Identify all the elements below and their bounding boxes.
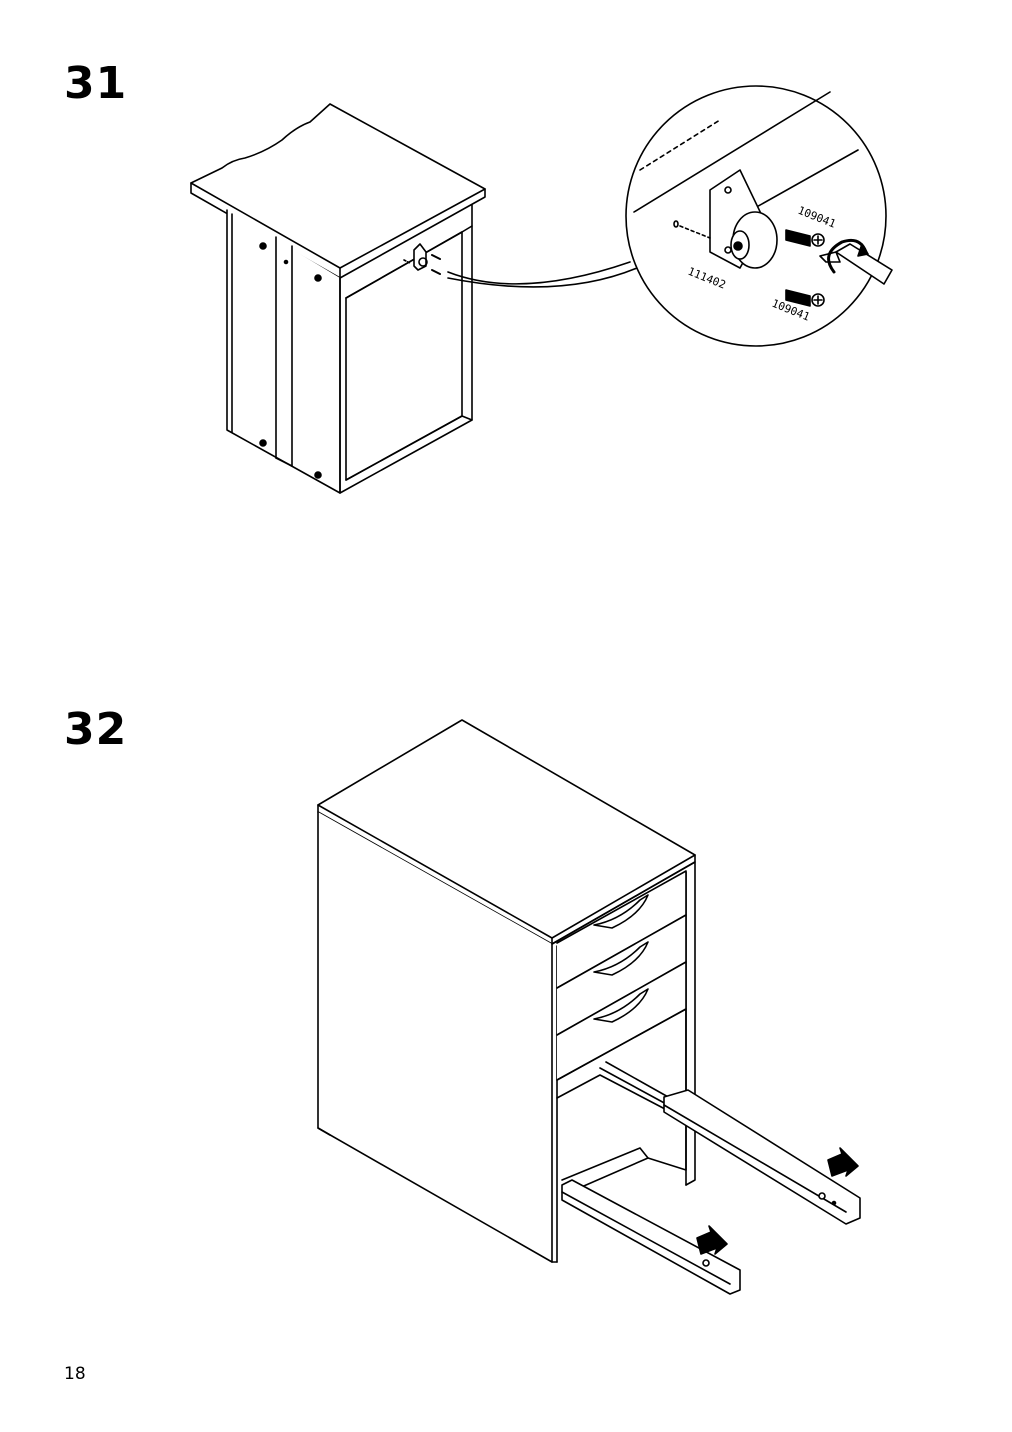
- step-32-drawer-unit-illustration: [317, 719, 861, 1295]
- step-31-detail-circle: [625, 85, 893, 347]
- step-32-number: 32: [64, 704, 128, 755]
- page-number: 18: [64, 1364, 86, 1384]
- step-31-number: 31: [64, 58, 128, 109]
- step-31-cabinet-illustration: [190, 103, 638, 494]
